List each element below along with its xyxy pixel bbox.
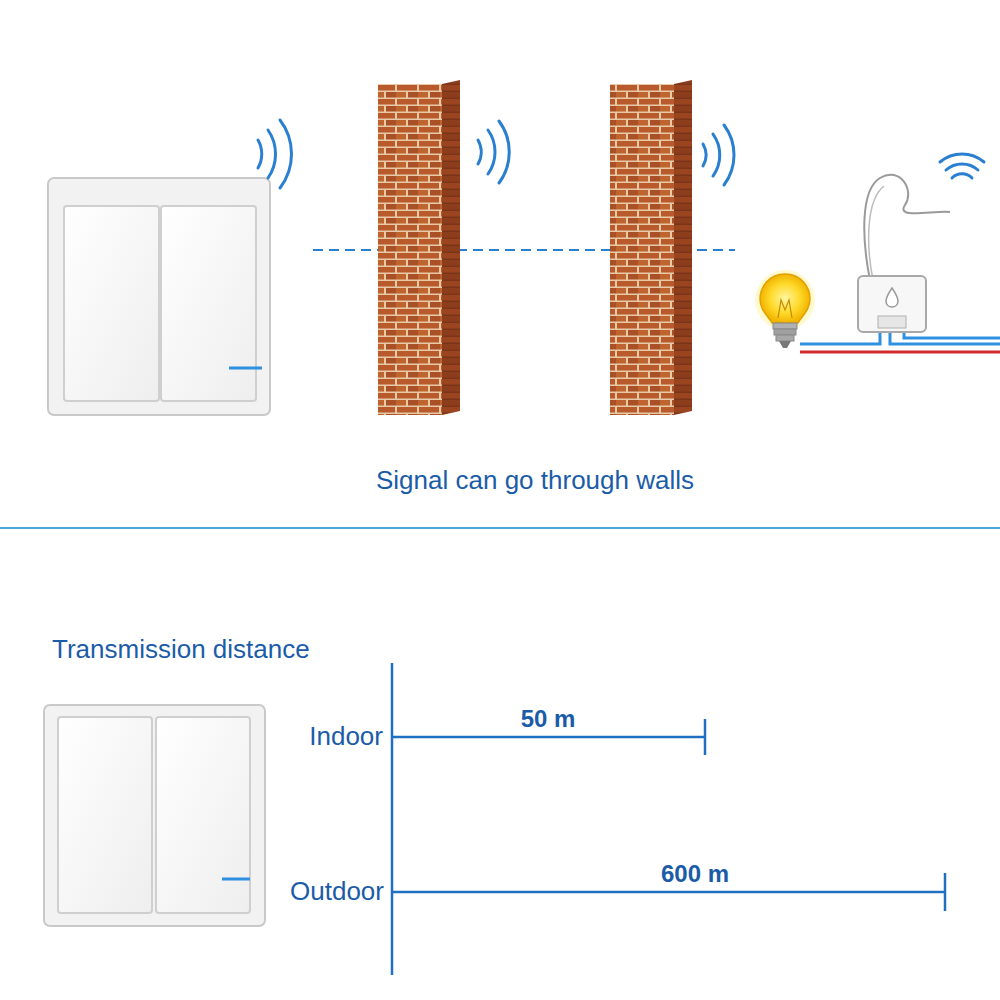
range-label: Indoor xyxy=(309,722,383,752)
brick-wall xyxy=(378,80,460,415)
distance-value: 600 m xyxy=(661,860,729,888)
range-label: Outdoor xyxy=(290,877,384,907)
distance-value: 50 m xyxy=(521,705,576,733)
section-divider xyxy=(0,527,1000,529)
wires xyxy=(800,330,1000,352)
light-bulb xyxy=(755,270,815,348)
wall-switch xyxy=(44,705,265,926)
wall-switch xyxy=(48,178,270,415)
section-heading: Transmission distance xyxy=(52,635,310,665)
caption-text: Signal can go through walls xyxy=(376,466,694,496)
distance-scale xyxy=(392,663,945,975)
receiver-module xyxy=(858,175,950,332)
brick-wall xyxy=(610,80,692,415)
